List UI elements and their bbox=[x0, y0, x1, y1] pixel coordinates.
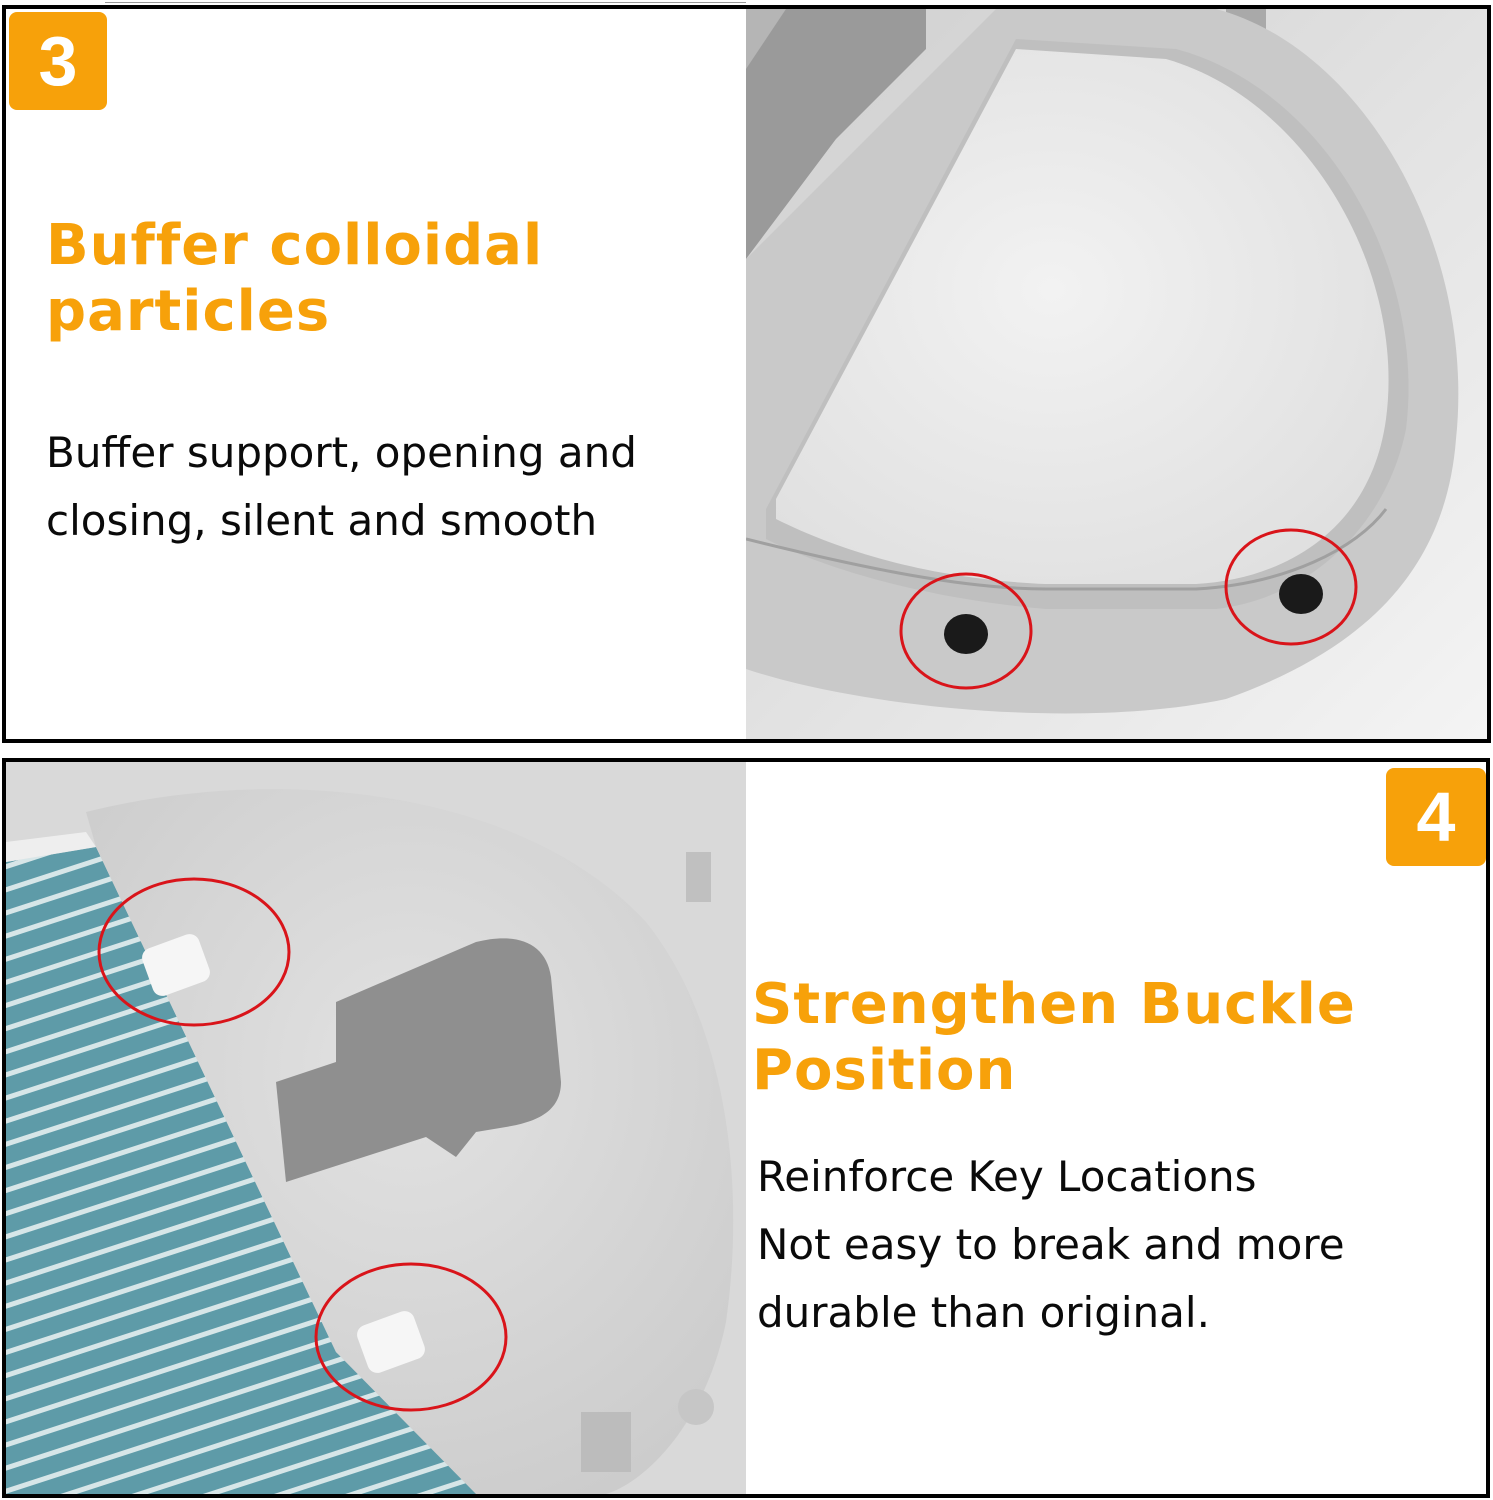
highlight-circle bbox=[1224, 528, 1358, 646]
step-badge: 4 bbox=[1386, 768, 1486, 866]
feature-title: Strengthen Buckle Position bbox=[752, 972, 1452, 1104]
buckle-cover-illustration bbox=[6, 762, 746, 1494]
highlight-circle bbox=[314, 1262, 508, 1412]
highlight-circle bbox=[899, 572, 1033, 690]
feature-description: Buffer support, opening and closing, sil… bbox=[46, 419, 746, 555]
highlight-circle bbox=[97, 877, 291, 1027]
product-photo-buckle bbox=[6, 762, 746, 1494]
description-line: closing, silent and smooth bbox=[46, 496, 598, 545]
description-line: Buffer support, opening and bbox=[46, 428, 637, 477]
description-line: durable than original. bbox=[757, 1288, 1210, 1337]
buffer-lid-illustration bbox=[746, 9, 1487, 739]
description-line: Not easy to break and more bbox=[757, 1220, 1345, 1269]
rubber-buffer-dot bbox=[944, 614, 988, 654]
step-number: 4 bbox=[1416, 778, 1456, 856]
feature-title: Buffer colloidal particles bbox=[46, 213, 726, 345]
feature-description: Reinforce Key Locations Not easy to brea… bbox=[757, 1143, 1477, 1347]
title-line: Position bbox=[752, 1038, 1017, 1103]
product-photo-buffer bbox=[746, 9, 1487, 739]
step-number: 3 bbox=[38, 22, 78, 100]
title-line: Buffer colloidal bbox=[46, 213, 544, 278]
description-line: Reinforce Key Locations bbox=[757, 1152, 1257, 1201]
title-line: particles bbox=[46, 279, 331, 344]
step-badge: 3 bbox=[9, 12, 107, 110]
rubber-buffer-dot bbox=[1279, 574, 1323, 614]
title-line: Strengthen Buckle bbox=[752, 972, 1356, 1037]
